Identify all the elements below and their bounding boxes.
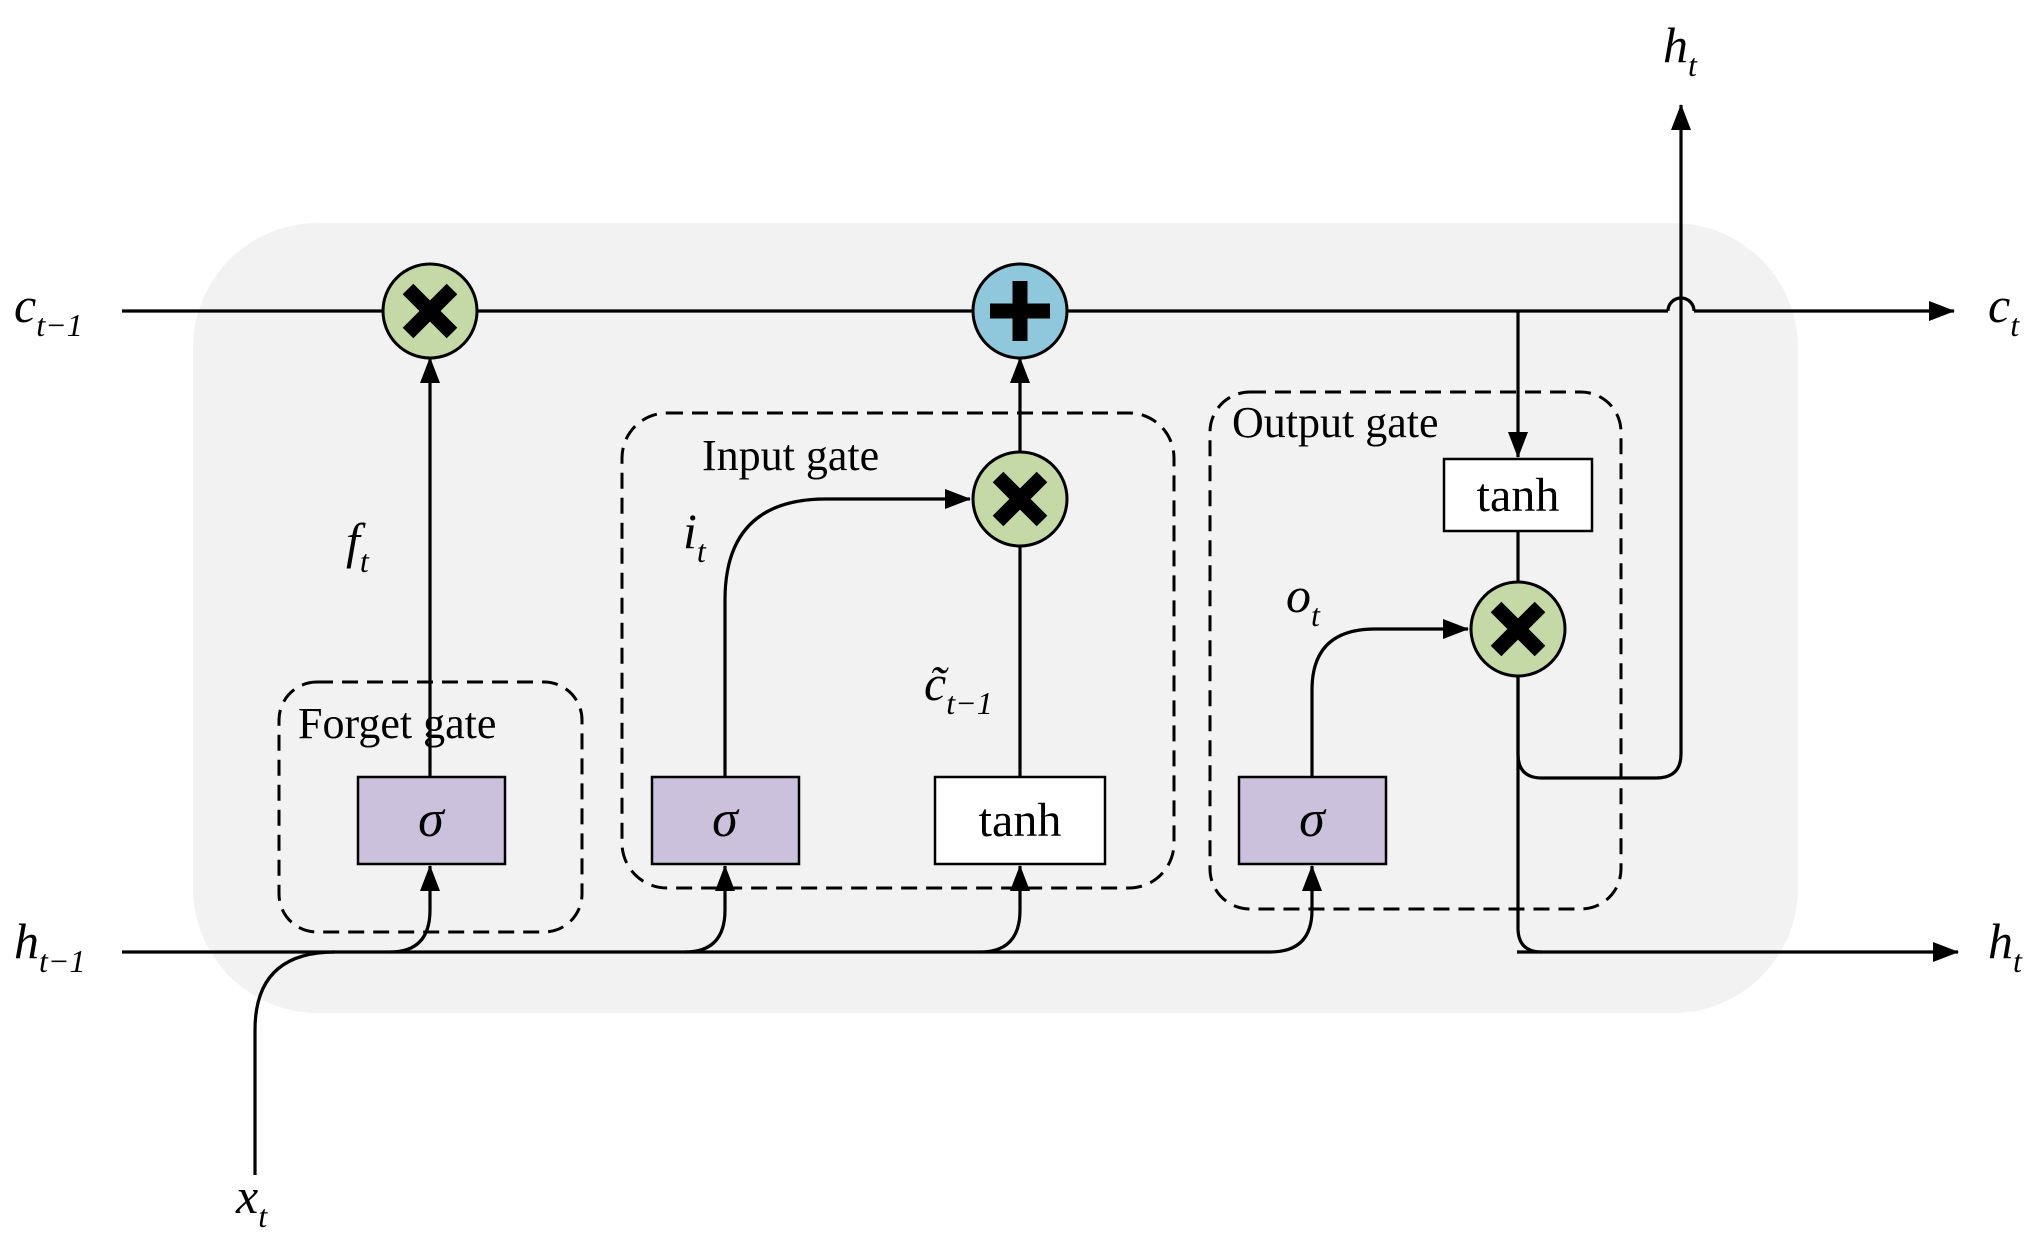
h-down-wire [1516, 676, 1543, 954]
h-top-label: ht [1663, 17, 1698, 83]
x-input-wire [253, 950, 336, 1175]
tanh-label: tanh [1477, 469, 1560, 522]
output-tanh-box: tanh [1442, 457, 1594, 533]
branch-output-sigma [1269, 865, 1322, 954]
c-tilde-label: c̃t−1 [924, 655, 993, 721]
branch-input-tanh [979, 865, 1030, 954]
input-gate-region [620, 411, 1176, 890]
input-gate-title: Input gate [702, 431, 879, 480]
sigma-label: σ [712, 791, 740, 848]
h-prev-label: ht−1 [14, 913, 85, 979]
output-sigma-box: σ [1237, 775, 1388, 866]
c-next-label: ct [1988, 277, 2020, 343]
forget-gate-title: Forget gate [298, 699, 496, 748]
plus-icon [971, 262, 1069, 360]
output-gate-title: Output gate [1232, 398, 1439, 447]
input-tanh-box: tanh [933, 775, 1107, 866]
forget-sigma-box: σ [356, 775, 507, 866]
o-label: ot [1286, 567, 1321, 633]
c-prev-label: ct−1 [14, 277, 83, 343]
multiply-icon [971, 450, 1069, 548]
output-gate-region [1208, 390, 1623, 911]
input-sigma-box: σ [650, 775, 801, 866]
branch-forget [389, 865, 440, 954]
tanh-label: tanh [979, 794, 1062, 847]
h-next-label: ht [1988, 913, 2023, 979]
multiply-icon [381, 262, 479, 360]
i-label: it [683, 503, 707, 569]
i-wire [723, 489, 971, 777]
multiply-icon [1469, 580, 1567, 678]
sigma-label: σ [418, 791, 446, 848]
x-input-label: xt [235, 1168, 268, 1234]
sigma-label: σ [1299, 791, 1327, 848]
o-wire [1310, 619, 1469, 777]
branch-input-sigma [684, 865, 735, 954]
cell-background [193, 223, 1798, 1013]
